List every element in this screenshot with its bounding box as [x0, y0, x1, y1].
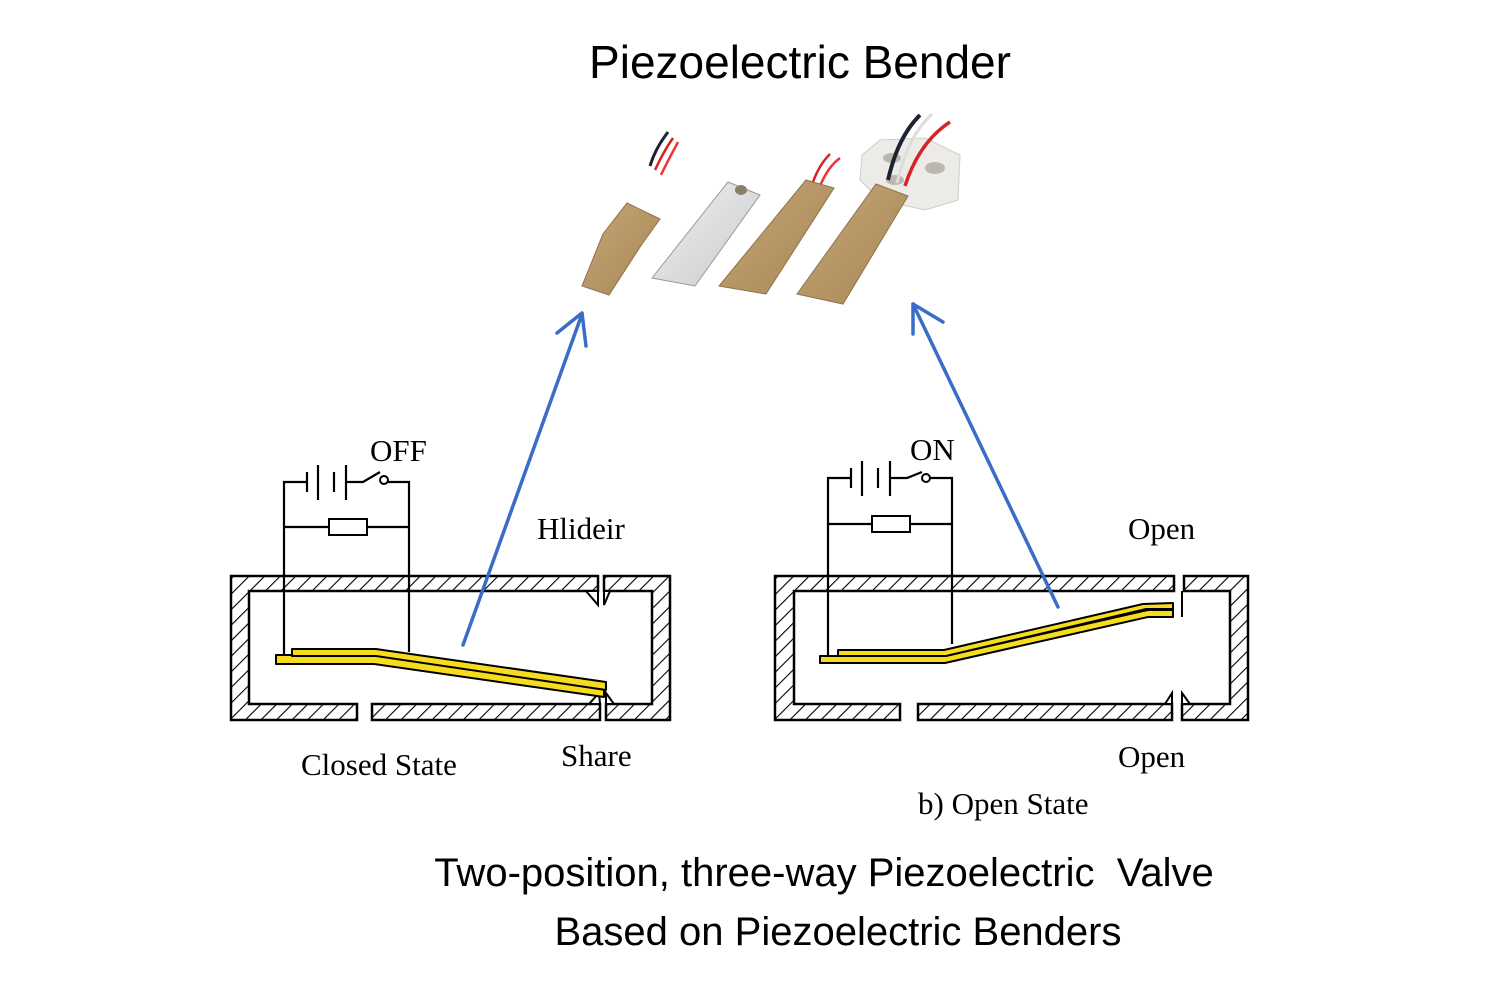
page-title: Piezoelectric Bender	[589, 36, 1011, 88]
switch-label-off: OFF	[370, 433, 427, 468]
switch-contact	[379, 475, 389, 485]
closed-state-diagram: OFF Hlideir Share Closed State	[229, 433, 672, 782]
housing-wall-bottom	[916, 702, 1174, 722]
mounted-bender	[796, 112, 961, 305]
housing-wall-top-right	[1180, 574, 1250, 722]
bender-products	[581, 112, 961, 305]
switch-label-on: ON	[910, 432, 955, 467]
housing-wall-top-right	[602, 574, 672, 722]
caption-line-1: Two-position, three-way Piezoelectric Va…	[434, 851, 1214, 895]
resistor	[328, 518, 368, 536]
housing-wall-top-left	[229, 574, 600, 722]
tapered-bender	[581, 131, 680, 296]
state-label-open: b) Open State	[918, 786, 1088, 821]
strip-bender	[718, 153, 841, 295]
port-label-top-right: Open	[1128, 511, 1196, 546]
arrow-left	[461, 311, 588, 647]
circuit-right	[826, 461, 954, 658]
state-label-closed: Closed State	[301, 747, 457, 782]
circuit-left	[282, 465, 411, 658]
arrow-right	[911, 302, 1060, 609]
resistor	[871, 515, 911, 533]
bender-open	[819, 602, 1174, 664]
bender-closed	[275, 648, 607, 698]
port-label-bottom-left: Share	[561, 738, 632, 773]
housing-wall-bottom	[370, 702, 602, 722]
caption-line-2: Based on Piezoelectric Benders	[555, 910, 1122, 954]
housing-wall-top-left	[773, 574, 1176, 722]
silver-bender	[651, 181, 761, 287]
open-state-diagram: ON Open Open b) Open State	[773, 432, 1250, 821]
port-label-bottom-right: Open	[1118, 739, 1186, 774]
switch-contact	[921, 473, 931, 483]
port-label-top-left: Hlideir	[537, 511, 625, 546]
